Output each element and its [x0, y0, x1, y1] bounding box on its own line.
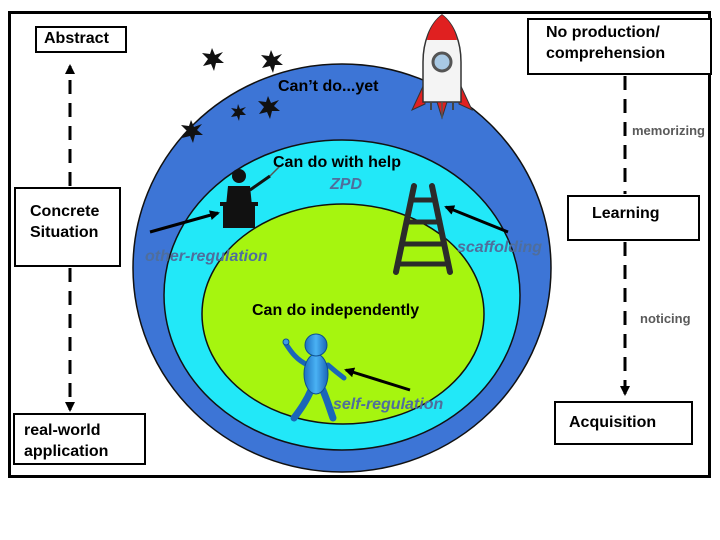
teacher-icon	[220, 165, 281, 228]
no-production-box: No production/ comprehension	[527, 18, 712, 75]
zpd-label: ZPD	[330, 176, 362, 193]
abstract-label: Abstract	[44, 30, 109, 47]
concrete-situation-box: Concrete Situation	[14, 187, 121, 267]
application-label: application	[24, 443, 109, 460]
concrete-label: Concrete	[30, 203, 100, 220]
abstract-box: Abstract	[35, 26, 127, 53]
real-world-label: real-world	[24, 422, 101, 439]
rocket-icon	[410, 14, 474, 120]
other-regulation-arrow	[149, 210, 220, 234]
independent-zone-circle	[201, 203, 485, 425]
learning-label: Learning	[592, 205, 660, 222]
no-production-label: No production/	[546, 24, 660, 41]
situation-label: Situation	[30, 224, 99, 241]
memorizing-label: memorizing	[632, 123, 705, 138]
learning-box: Learning	[567, 195, 700, 241]
scaffolding-arrow	[444, 205, 509, 234]
can-do-with-help-label: Can do with help	[273, 154, 401, 171]
other-regulation-label: other-regulation	[145, 248, 268, 265]
noticing-label: noticing	[640, 311, 691, 326]
star-icon	[181, 48, 283, 143]
acquisition-label: Acquisition	[569, 414, 657, 431]
self-regulation-arrow	[344, 367, 411, 392]
scaffolding-label: scaffolding	[457, 239, 543, 256]
comprehension-label: comprehension	[546, 45, 666, 62]
cant-do-yet-label: Can’t do...yet	[278, 78, 379, 95]
ladder-icon	[393, 183, 453, 275]
can-do-independently-label: Can do independently	[252, 302, 420, 319]
self-regulation-label: self-regulation	[333, 396, 444, 413]
real-world-application-box: real-world application	[13, 413, 146, 465]
acquisition-box: Acquisition	[554, 401, 693, 445]
stick-figure-icon	[282, 333, 347, 422]
